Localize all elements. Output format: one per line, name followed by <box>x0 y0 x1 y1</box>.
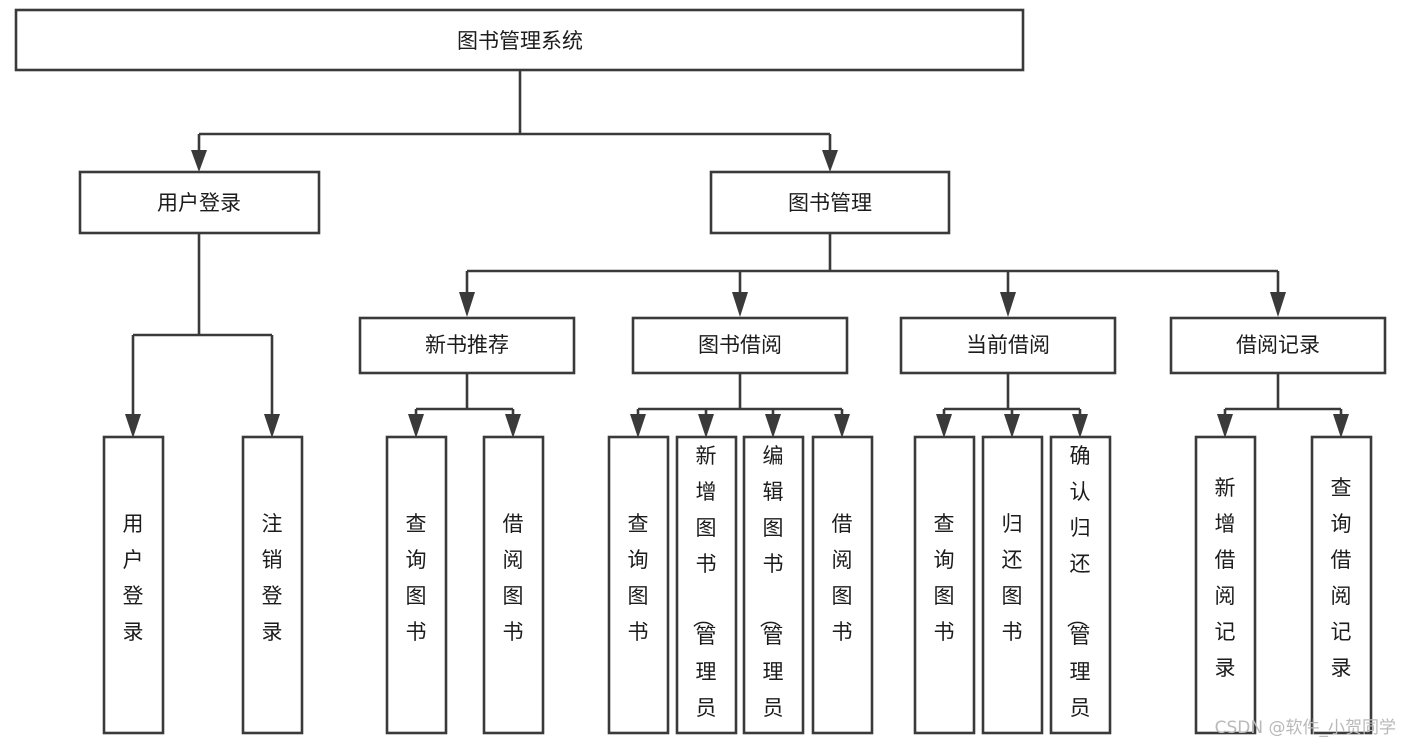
node-leaf-borrow-book-1[interactable]: 借阅图书 <box>482 435 545 735</box>
arrow-head-leaf-borrow-book-1 <box>505 414 521 438</box>
leaf-query-book-3-label: 查询图书 <box>934 512 955 644</box>
node-leaf-add-book[interactable]: 新增图书（管理员） <box>675 435 738 747</box>
leaf-borrow-book-2-box[interactable] <box>811 435 874 735</box>
arrow-head-leaf-edit-book <box>765 414 781 438</box>
node-leaf-borrow-book-2[interactable]: 借阅图书 <box>811 435 874 735</box>
leaf-return-book-box[interactable] <box>981 435 1044 735</box>
book-manage-box[interactable] <box>709 170 951 235</box>
node-leaf-query-borrow-record[interactable]: 查询借阅记录 <box>1310 435 1373 735</box>
leaf-query-borrow-record-box[interactable] <box>1310 435 1373 735</box>
leaf-edit-book-box[interactable] <box>742 435 805 735</box>
current-borrow-box[interactable] <box>899 316 1117 375</box>
arrow-head-new-book-recommend <box>459 292 475 317</box>
arrow-head-leaf-query-borrow-record <box>1333 414 1349 438</box>
node-current-borrow[interactable]: 当前借阅 <box>899 316 1117 375</box>
leaf-add-book-box[interactable] <box>675 435 738 735</box>
node-leaf-query-book-3[interactable]: 查询图书 <box>913 435 976 735</box>
node-leaf-confirm-return[interactable]: 确认归还（管理员） <box>1049 435 1112 747</box>
book-borrow-label: 图书借阅 <box>698 333 782 357</box>
leaf-add-borrow-record-box[interactable] <box>1194 435 1257 735</box>
new-book-recommend-box[interactable] <box>358 316 576 375</box>
arrow-head-leaf-return-book <box>1004 414 1020 438</box>
arrow-head-leaf-logout-login <box>264 414 280 438</box>
leaf-confirm-return-box[interactable] <box>1049 435 1112 735</box>
node-user-login[interactable]: 用户登录 <box>78 170 321 235</box>
leaf-user-login-label: 用户登录 <box>123 512 144 644</box>
node-leaf-logout-login[interactable]: 注销登录 <box>241 435 304 735</box>
user-login-box[interactable] <box>78 170 321 235</box>
arrow-head-current-borrow <box>1000 292 1016 317</box>
leaf-user-login-box[interactable] <box>102 435 165 735</box>
arrow-head-leaf-query-book-1 <box>408 414 424 438</box>
root-label: 图书管理系统 <box>457 29 583 53</box>
leaf-query-book-3-box[interactable] <box>913 435 976 735</box>
leaf-logout-login-label: 注销登录 <box>262 512 283 644</box>
node-leaf-edit-book[interactable]: 编辑图书（管理员） <box>742 435 805 747</box>
node-book-manage[interactable]: 图书管理 <box>709 170 951 235</box>
book-manage-label: 图书管理 <box>788 191 872 215</box>
arrow-head-user-login <box>191 150 207 172</box>
node-root[interactable]: 图书管理系统 <box>14 8 1025 72</box>
leaf-query-book-1-box[interactable] <box>385 435 448 735</box>
new-book-recommend-label: 新书推荐 <box>425 333 509 357</box>
arrow-head-leaf-borrow-book-2 <box>834 414 850 438</box>
node-leaf-add-borrow-record[interactable]: 新增借阅记录 <box>1194 435 1257 735</box>
leaf-edit-book-label: 编辑图书（管理员） <box>758 444 784 747</box>
leaf-add-borrow-record-label: 新增借阅记录 <box>1215 476 1236 680</box>
node-book-borrow[interactable]: 图书借阅 <box>631 316 849 375</box>
borrow-record-label: 借阅记录 <box>1236 333 1320 357</box>
connectors-layer <box>125 70 1349 438</box>
leaf-borrow-book-2-label: 借阅图书 <box>832 512 853 644</box>
node-new-book-recommend[interactable]: 新书推荐 <box>358 316 576 375</box>
leaf-query-book-2-box[interactable] <box>607 435 670 735</box>
node-leaf-user-login[interactable]: 用户登录 <box>102 435 165 735</box>
arrow-head-leaf-query-book-3 <box>936 414 952 438</box>
arrow-head-leaf-add-book <box>698 414 714 438</box>
borrow-record-box[interactable] <box>1169 316 1387 375</box>
leaf-logout-login-box[interactable] <box>241 435 304 735</box>
leaf-add-book-label: 新增图书（管理员） <box>691 444 717 747</box>
arrow-head-leaf-query-book-2 <box>630 414 646 438</box>
arrow-head-borrow-record <box>1270 292 1286 317</box>
leaf-return-book-label: 归还图书 <box>1002 512 1023 644</box>
arrow-head-book-borrow <box>732 292 748 317</box>
arrow-head-leaf-confirm-return <box>1072 414 1088 438</box>
user-login-label: 用户登录 <box>157 191 241 215</box>
arrow-head-book-manage <box>822 150 838 172</box>
leaf-query-book-1-label: 查询图书 <box>406 512 427 644</box>
leaf-borrow-book-1-box[interactable] <box>482 435 545 735</box>
arrow-head-leaf-user-login <box>125 414 141 438</box>
root-box[interactable] <box>14 8 1025 72</box>
watermark-label: CSDN @软件_小贺同学 <box>1215 718 1396 738</box>
leaf-query-book-2-label: 查询图书 <box>628 512 649 644</box>
leaf-confirm-return-label: 确认归还（管理员） <box>1065 444 1091 747</box>
node-leaf-query-book-1[interactable]: 查询图书 <box>385 435 448 735</box>
node-leaf-query-book-2[interactable]: 查询图书 <box>607 435 670 735</box>
book-borrow-box[interactable] <box>631 316 849 375</box>
node-leaf-return-book[interactable]: 归还图书 <box>981 435 1044 735</box>
current-borrow-label: 当前借阅 <box>966 333 1050 357</box>
leaf-query-borrow-record-label: 查询借阅记录 <box>1331 476 1352 680</box>
arrow-head-leaf-add-borrow-record <box>1217 414 1233 438</box>
node-borrow-record[interactable]: 借阅记录 <box>1169 316 1387 375</box>
leaf-borrow-book-1-label: 借阅图书 <box>503 512 524 644</box>
